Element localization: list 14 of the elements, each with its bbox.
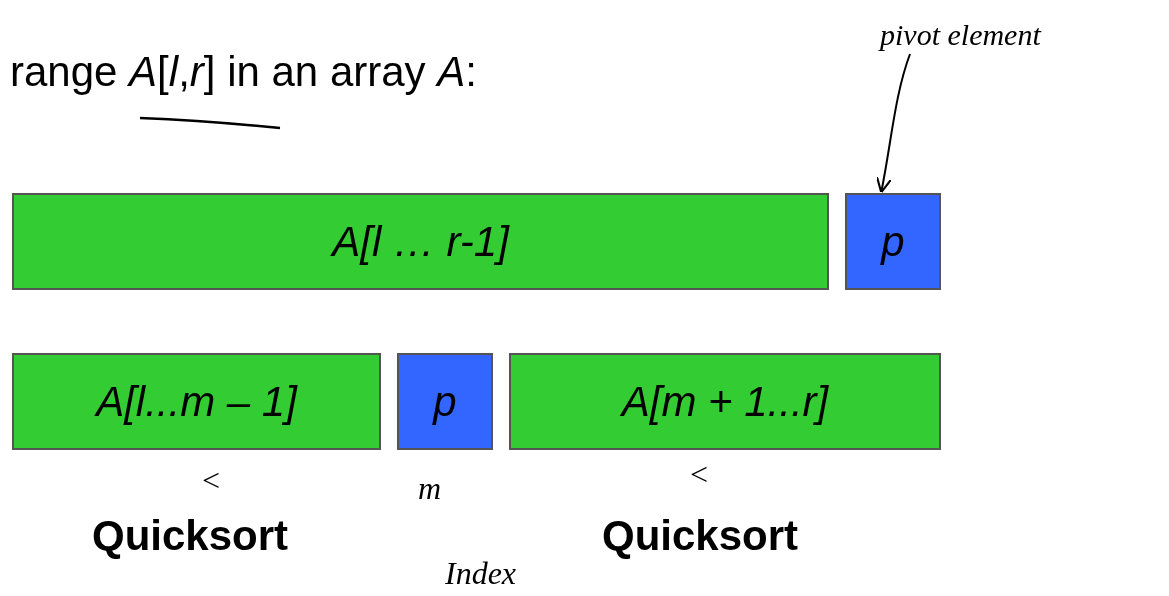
step-label: Quicksort bbox=[91, 512, 289, 560]
array-range-bar: A[l … r-1] bbox=[12, 193, 829, 290]
step-label: Quicksort bbox=[601, 512, 799, 560]
array-range-bar: A[m + 1...r] bbox=[509, 353, 941, 450]
pivot-box: p bbox=[397, 353, 493, 450]
handwritten-note: < bbox=[688, 456, 710, 493]
handwritten-note: m bbox=[418, 470, 442, 507]
heading: range A[l,r] in an array A: bbox=[10, 48, 477, 96]
pivot-box: p bbox=[845, 193, 941, 290]
array-range-bar: A[l...m – 1] bbox=[12, 353, 381, 450]
handwritten-note: pivot element bbox=[880, 18, 1041, 52]
leader-arrow bbox=[875, 53, 911, 194]
handwritten-note: Index bbox=[445, 555, 517, 592]
handwritten-note: < bbox=[200, 462, 222, 499]
